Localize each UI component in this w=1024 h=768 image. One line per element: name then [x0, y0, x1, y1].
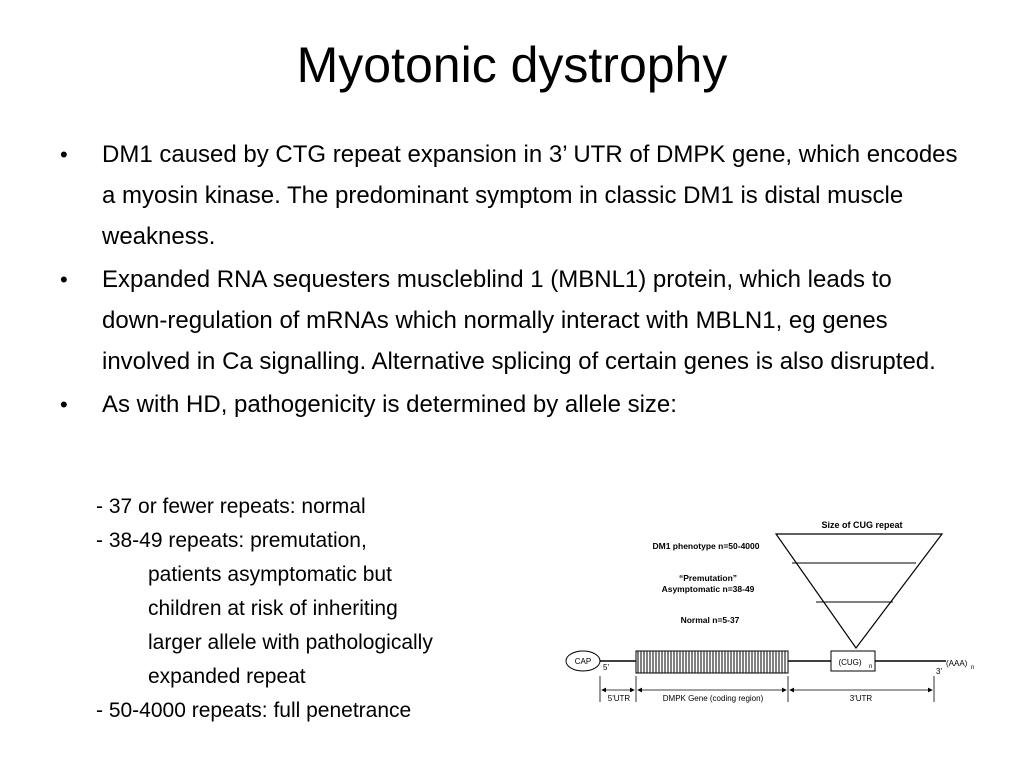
- bullet-text: DM1 caused by CTG repeat expansion in 3’…: [102, 141, 958, 250]
- utr5-label: 5'UTR: [608, 694, 631, 703]
- cap-label: CAP: [575, 657, 591, 666]
- sublist-line: patients asymptomatic but: [148, 563, 392, 586]
- bullet-dot-icon: •: [60, 267, 68, 292]
- bullet-text: Expanded RNA sequesters muscleblind 1 (M…: [102, 266, 936, 375]
- sublist-line: expanded repeat: [148, 665, 306, 688]
- slide-title: Myotonic dystrophy: [296, 37, 728, 93]
- cug-repeat-box: [830, 650, 876, 672]
- five-prime-label: 5': [603, 663, 609, 672]
- bullet-item: • Expanded RNA sequesters muscleblind 1 …: [58, 259, 958, 382]
- allele-size-list: - 37 or fewer repeats: normal - 38-49 re…: [96, 490, 536, 728]
- sublist-line: - 50-4000 repeats: full penetrance: [96, 699, 412, 722]
- bullet-list: • DM1 caused by CTG repeat expansion in …: [58, 134, 958, 427]
- normal-label: Normal n=5-37: [681, 615, 740, 625]
- utr3-label: 3'UTR: [850, 694, 873, 703]
- sublist-line: - 37 or fewer repeats: normal: [96, 495, 366, 518]
- bullet-dot-icon: •: [60, 392, 68, 417]
- repeat-size-triangle: [774, 533, 944, 650]
- coding-region-label: DMPK Gene (coding region): [663, 694, 764, 703]
- premutation-label: “Premutation”: [679, 573, 737, 583]
- bullet-dot-icon: •: [60, 142, 68, 167]
- sublist-line: larger allele with pathologically: [148, 631, 433, 654]
- coding-region-box: [635, 650, 789, 674]
- diagram-svg: Size of CUG repeat DM1 phenotype n=50-40…: [565, 520, 974, 703]
- asymptomatic-label: Asymptomatic n=38-49: [662, 584, 755, 594]
- polya-label: (AAA): [946, 659, 968, 668]
- triangle-title: Size of CUG repeat: [821, 520, 902, 530]
- bullet-item: • DM1 caused by CTG repeat expansion in …: [58, 134, 958, 257]
- sublist-line: children at risk of inheriting: [148, 597, 398, 620]
- polya-subscript: n: [971, 665, 974, 671]
- bullet-item: • As with HD, pathogenicity is determine…: [58, 384, 958, 425]
- cug-subscript: n: [869, 664, 872, 670]
- cug-label: (CUG): [838, 658, 861, 667]
- bullet-text: As with HD, pathogenicity is determined …: [102, 391, 677, 418]
- dm1-phenotype-label: DM1 phenotype n=50-4000: [653, 541, 760, 551]
- dmpk-gene-diagram: Size of CUG repeat DM1 phenotype n=50-40…: [556, 506, 986, 706]
- three-prime-label: 3': [936, 667, 942, 676]
- sublist-line: - 38-49 repeats: premutation,: [96, 529, 367, 552]
- cap-ellipse: [565, 650, 601, 672]
